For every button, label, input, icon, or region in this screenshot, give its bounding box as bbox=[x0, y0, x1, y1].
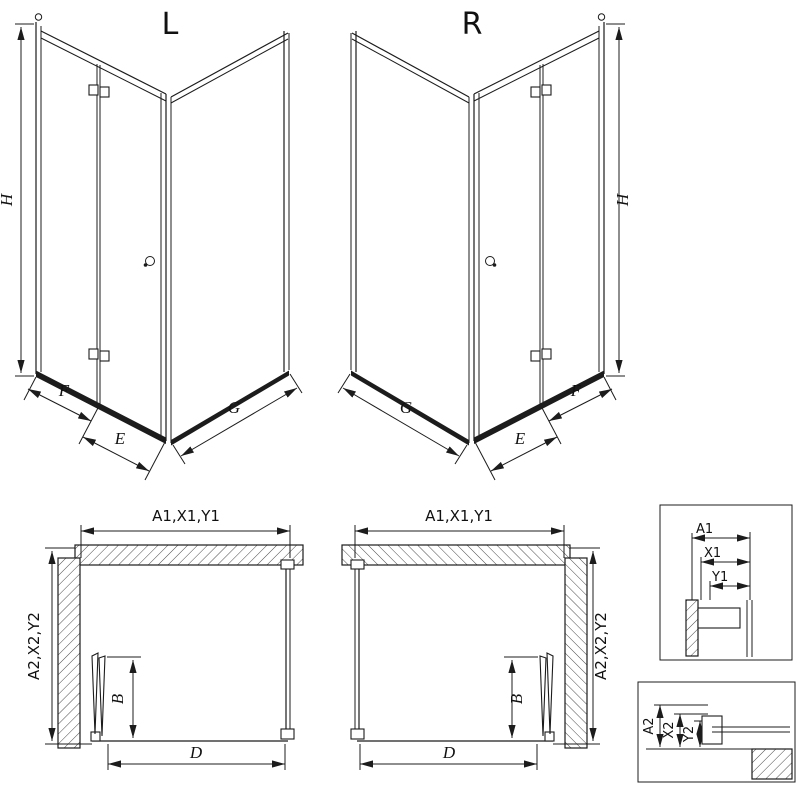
dim-label-b-left: B bbox=[108, 693, 127, 704]
dim-label-f-right: F bbox=[570, 381, 582, 400]
plan-view-left: A1,X1,Y1 A2,X2,Y2 B D bbox=[25, 507, 303, 770]
iso-view-left: L H F E G bbox=[0, 7, 302, 480]
dim-label-width-right: A1,X1,Y1 bbox=[425, 507, 493, 525]
detail-label-y1: Y1 bbox=[711, 570, 728, 585]
dim-label-g-left: G bbox=[228, 398, 240, 417]
detail-label-x1: X1 bbox=[704, 546, 721, 561]
detail-label-x2: X2 bbox=[662, 721, 677, 738]
detail-box-bottom-profile: A2 X2 Y2 bbox=[637, 681, 796, 783]
dim-label-d-right: D bbox=[442, 743, 456, 762]
plan-view-right: A1,X1,Y1 A2,X2,Y2 B D bbox=[342, 507, 610, 770]
dim-label-d-left: D bbox=[189, 743, 203, 762]
dim-label-h-left: H bbox=[0, 192, 16, 207]
dim-label-b-right: B bbox=[507, 693, 526, 704]
view-title-right: R bbox=[462, 7, 483, 42]
dim-label-e-left: E bbox=[114, 429, 126, 448]
dim-label-depth-left: A2,X2,Y2 bbox=[25, 612, 43, 680]
floor-section bbox=[751, 748, 793, 780]
plan-view-right-geometry bbox=[342, 525, 600, 770]
detail-label-y2: Y2 bbox=[682, 726, 697, 743]
dim-label-width-left: A1,X1,Y1 bbox=[152, 507, 220, 525]
adjustment-profile bbox=[697, 607, 741, 629]
iso-view-right-geometry bbox=[338, 14, 625, 480]
dim-label-e-right: E bbox=[514, 429, 526, 448]
dim-label-h-right: H bbox=[613, 192, 632, 207]
bottom-rail-profile bbox=[701, 715, 723, 745]
dim-label-g-right: G bbox=[400, 398, 412, 417]
dim-label-f-left: F bbox=[58, 381, 70, 400]
view-title-left: L bbox=[162, 7, 179, 42]
iso-view-right: R H F E G bbox=[338, 7, 632, 480]
dim-label-depth-right: A2,X2,Y2 bbox=[592, 612, 610, 680]
detail-box-top-profile: A1 X1 Y1 bbox=[659, 504, 793, 661]
detail-label-a2: A2 bbox=[642, 717, 657, 734]
detail-label-a1: A1 bbox=[696, 522, 713, 537]
wall-profile-section bbox=[685, 599, 699, 657]
